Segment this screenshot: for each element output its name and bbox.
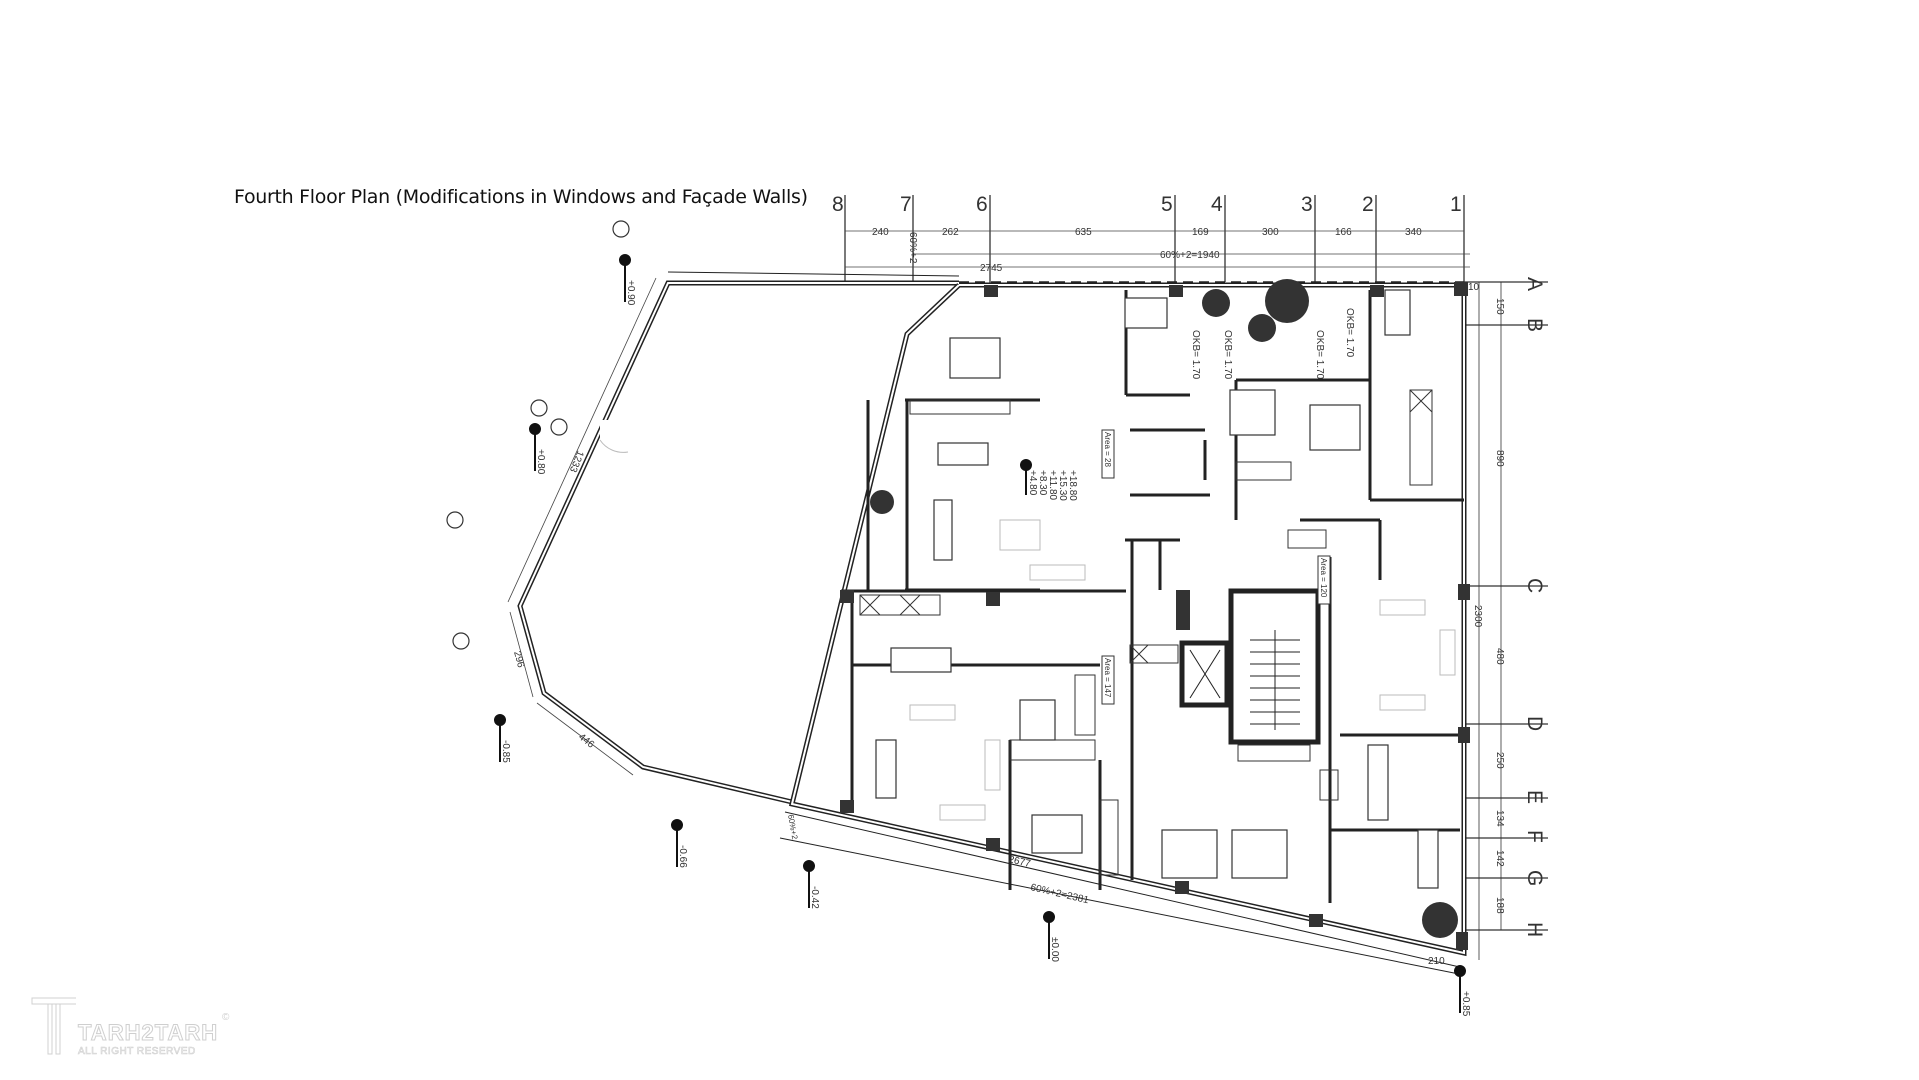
svg-text:134: 134 bbox=[1494, 810, 1505, 827]
svg-text:+0.90: +0.90 bbox=[625, 280, 636, 306]
top-dimension-lines bbox=[845, 230, 1470, 268]
window-sill-note: OKB= 1.70 bbox=[1344, 308, 1355, 358]
grid-label-2: 2 bbox=[1362, 193, 1374, 216]
column-logo-icon bbox=[31, 997, 76, 1055]
svg-text:188: 188 bbox=[1494, 897, 1505, 914]
window-sill-note: OKB= 1.70 bbox=[1222, 330, 1233, 380]
svg-text:2300: 2300 bbox=[1472, 605, 1483, 628]
terrace-door-opening bbox=[600, 420, 630, 448]
svg-text:240: 240 bbox=[872, 227, 889, 238]
grid-label-4: 4 bbox=[1211, 193, 1223, 216]
svg-text:890: 890 bbox=[1494, 450, 1505, 467]
grid-label-3: 3 bbox=[1301, 193, 1313, 216]
light-furniture bbox=[909, 519, 1456, 821]
svg-text:E: E bbox=[1523, 790, 1546, 804]
svg-text:250: 250 bbox=[1494, 752, 1505, 769]
watermark-rights: ALL RIGHT RESERVED bbox=[78, 1046, 196, 1058]
right-dimensions: 150 890 480 250 134 142 188 2300 bbox=[1472, 298, 1505, 914]
svg-text:+15.30: +15.30 bbox=[1057, 470, 1068, 501]
terrace-dimension-lines bbox=[507, 277, 657, 776]
svg-text:262: 262 bbox=[942, 227, 959, 238]
svg-text:10: 10 bbox=[1468, 282, 1480, 293]
svg-text:+11.80: +11.80 bbox=[1047, 470, 1058, 501]
svg-text:+18.80: +18.80 bbox=[1067, 470, 1078, 501]
svg-text:Area = 120: Area = 120 bbox=[1319, 558, 1328, 598]
svg-text:+0.85: +0.85 bbox=[1460, 991, 1471, 1017]
grid-label-1: 1 bbox=[1450, 193, 1462, 216]
svg-text:150: 150 bbox=[1494, 298, 1505, 315]
furniture bbox=[875, 289, 1439, 889]
grid-columns bbox=[844, 195, 1465, 290]
svg-text:+8.30: +8.30 bbox=[1037, 470, 1048, 496]
planter-circles bbox=[446, 220, 630, 650]
svg-text:166: 166 bbox=[1335, 227, 1352, 238]
svg-text:C: C bbox=[1523, 578, 1546, 593]
svg-text:-0.66: -0.66 bbox=[677, 845, 688, 868]
floor-level-marker: +18.80 +15.30 +11.80 +8.30 +4.80 bbox=[1020, 459, 1078, 501]
terrace-dim-296: 296 bbox=[511, 650, 526, 669]
svg-text:169: 169 bbox=[1192, 227, 1209, 238]
stair-core bbox=[1228, 588, 1321, 745]
svg-text:G: G bbox=[1523, 870, 1546, 886]
watermark-copyright: © bbox=[222, 1012, 230, 1023]
tree-icons bbox=[870, 279, 1458, 938]
grid-row-labels: A B C D E F G H bbox=[1523, 277, 1546, 937]
svg-text:+0.80: +0.80 bbox=[535, 449, 546, 475]
drawing-title: Fourth Floor Plan (Modifications in Wind… bbox=[234, 186, 808, 208]
svg-text:+4.80: +4.80 bbox=[1027, 470, 1038, 496]
svg-text:300: 300 bbox=[1262, 227, 1279, 238]
storage-cabinets bbox=[859, 389, 1433, 876]
grid-label-8: 8 bbox=[832, 193, 844, 216]
grid-label-6: 6 bbox=[976, 193, 988, 216]
svg-text:-0.42: -0.42 bbox=[809, 886, 820, 909]
svg-text:340: 340 bbox=[1405, 227, 1422, 238]
svg-text:±0.00: ±0.00 bbox=[1049, 937, 1060, 962]
grid-label-7: 7 bbox=[900, 193, 912, 216]
bottom-dim-2677: 2677 bbox=[1007, 854, 1032, 870]
svg-text:A: A bbox=[1523, 277, 1546, 291]
terrace-outline bbox=[517, 271, 960, 805]
top-dimensions: 240 262 635 169 300 166 340 60%+2=1940 2… bbox=[872, 227, 1480, 293]
grid-rows bbox=[1464, 281, 1548, 960]
svg-text:60%+2=1940: 60%+2=1940 bbox=[1160, 250, 1220, 261]
svg-text:Area = 28: Area = 28 bbox=[1103, 432, 1112, 467]
svg-text:H: H bbox=[1523, 922, 1546, 937]
terrace-door-swing bbox=[599, 439, 629, 453]
structural-columns bbox=[840, 282, 1470, 950]
svg-text:D: D bbox=[1523, 716, 1546, 731]
building-exterior-walls bbox=[779, 281, 1467, 976]
bottom-dim-2381: 60%+2=2381 bbox=[1029, 882, 1090, 906]
svg-text:480: 480 bbox=[1494, 648, 1505, 665]
elevation-markers bbox=[494, 254, 1466, 1013]
svg-text:B: B bbox=[1523, 318, 1546, 332]
svg-text:2745: 2745 bbox=[980, 263, 1003, 274]
watermark-logo: TARH2TARH © ALL RIGHT RESERVED bbox=[30, 992, 240, 1062]
watermark-brand: TARH2TARH bbox=[77, 1020, 219, 1046]
grid-label-5: 5 bbox=[1161, 193, 1173, 216]
window-sill-note: OKB= 1.70 bbox=[1314, 330, 1325, 380]
svg-text:F: F bbox=[1523, 830, 1546, 843]
svg-text:635: 635 bbox=[1075, 227, 1092, 238]
svg-text:142: 142 bbox=[1494, 850, 1505, 867]
window-sill-note: OKB= 1.70 bbox=[1190, 330, 1201, 380]
svg-text:60%+2: 60%+2 bbox=[907, 232, 918, 264]
elevator bbox=[1179, 640, 1230, 708]
elevation-labels: +0.90 +0.80 -0.85 -0.66 -0.42 ±0.00 +0.8… bbox=[500, 280, 1471, 1017]
bottom-dim-small: 60%+2 bbox=[786, 814, 799, 841]
svg-text:Area = 147: Area = 147 bbox=[1103, 658, 1112, 698]
svg-text:-0.85: -0.85 bbox=[500, 740, 511, 763]
area-labels: Area = 28 Area = 120 Area = 147 bbox=[1101, 429, 1331, 705]
bottom-dim-210: 210 bbox=[1428, 956, 1445, 967]
